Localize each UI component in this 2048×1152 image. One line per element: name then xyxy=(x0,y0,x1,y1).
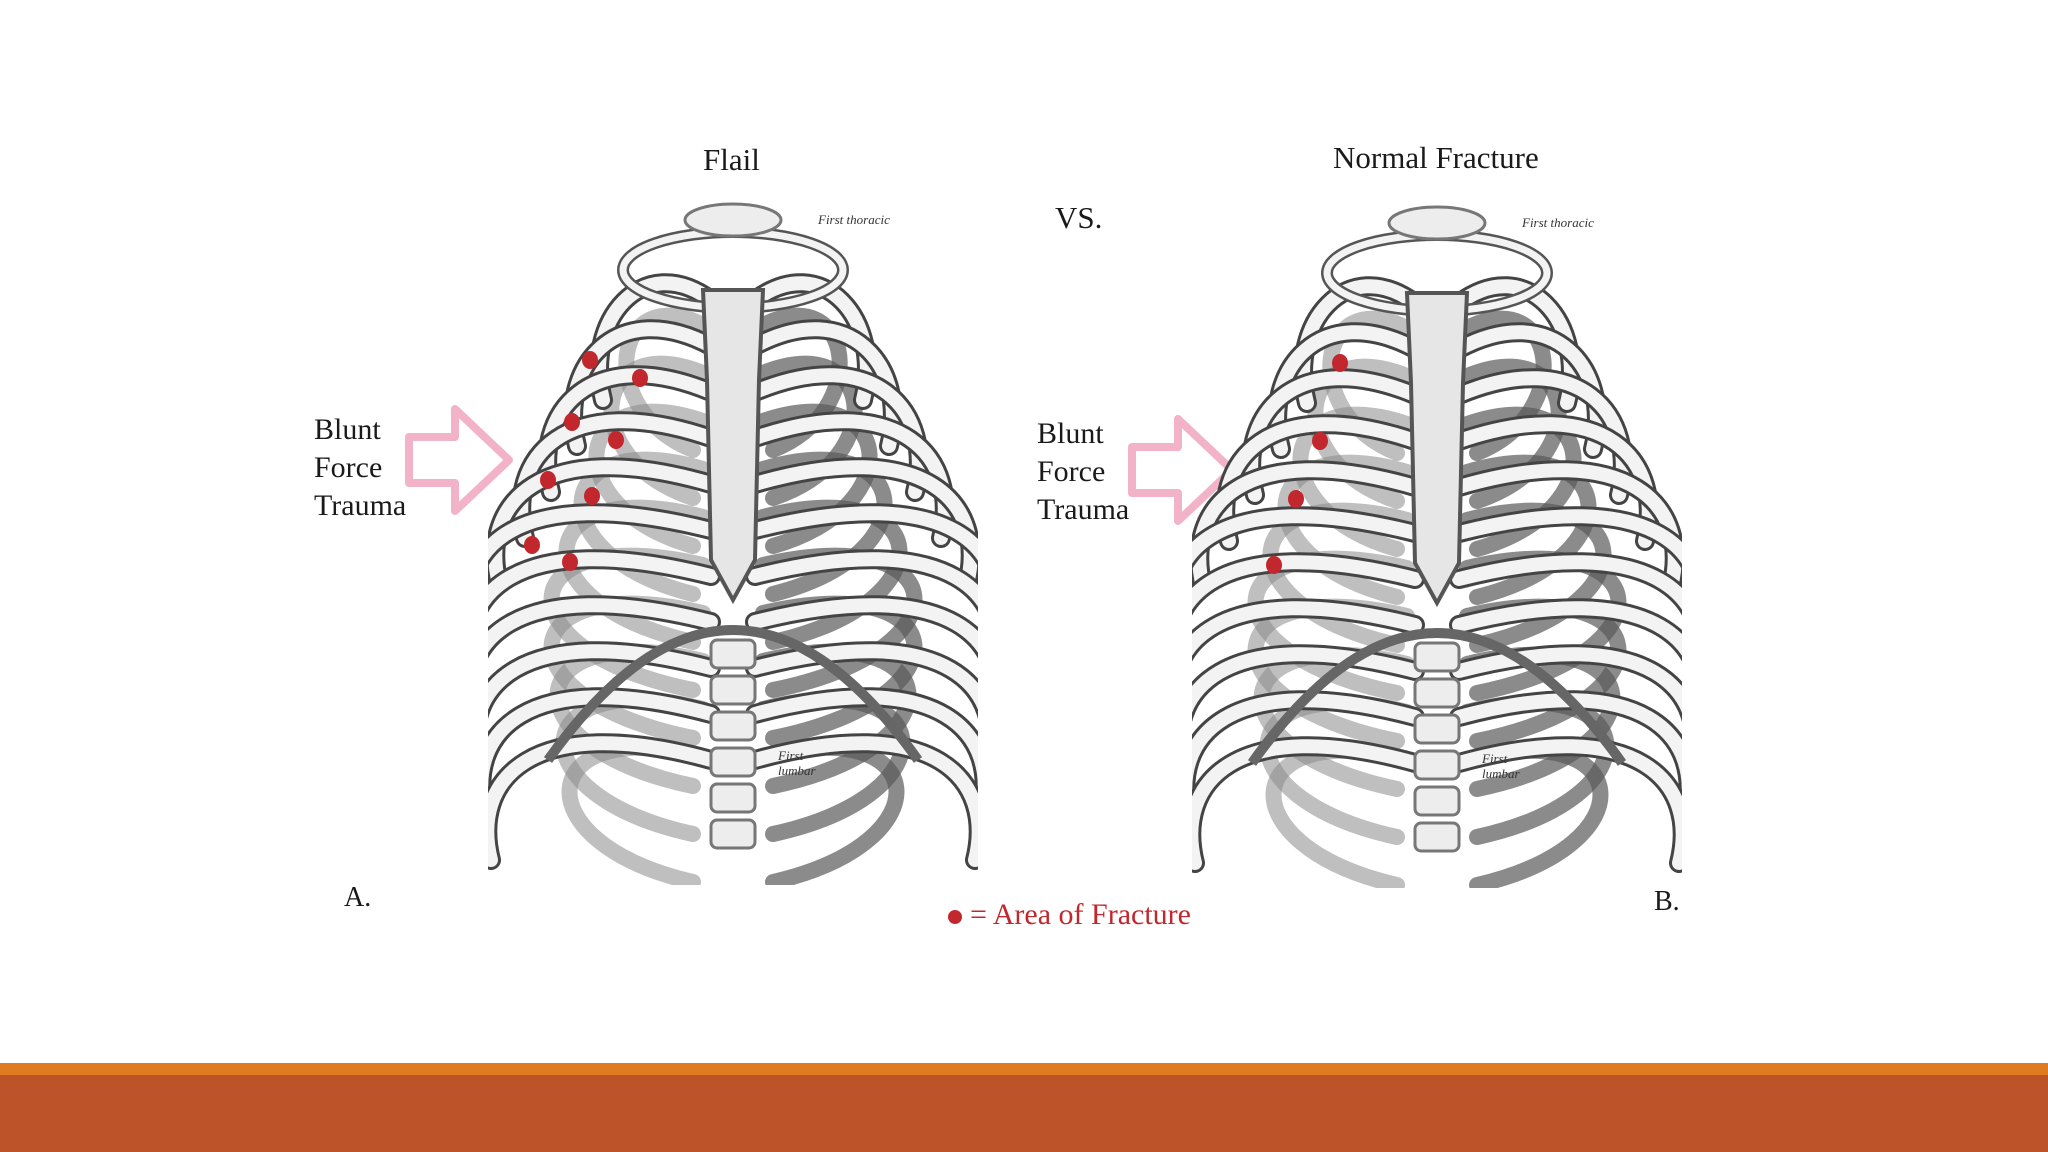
flail-title: Flail xyxy=(703,142,760,177)
flail-vertebra-2 xyxy=(709,674,757,706)
flail-rib-left-8 xyxy=(488,598,718,654)
flail-rib-back-left-4 xyxy=(573,451,711,602)
flail-rib-left-11 xyxy=(488,736,718,867)
normal-rib-back-right-4 xyxy=(1459,454,1597,605)
flail-fracture-point-4 xyxy=(608,431,624,449)
normal-rib-right-2 xyxy=(1452,325,1604,456)
panel-b-label: B. xyxy=(1654,886,1680,917)
normal-vertebra-3 xyxy=(1413,713,1461,745)
normal-rib-left-9 xyxy=(1192,647,1422,714)
normal-rib-left-3 xyxy=(1244,371,1422,502)
normal-first-thoracic-label: First thoracic xyxy=(1521,215,1594,230)
trauma-label-left: Blunt Force Trauma xyxy=(314,411,406,525)
flail-rib-left-3 xyxy=(540,368,718,499)
blunt-force-arrow-left xyxy=(405,405,513,515)
flail-fracture-point-2 xyxy=(632,369,648,387)
fracture-legend-text: = Area of Fracture xyxy=(970,898,1191,931)
trauma-label-left-line-3: Trauma xyxy=(314,489,407,522)
flail-rib-left-6 xyxy=(488,506,718,562)
normal-first-lumbar-label-line-2: lumbar xyxy=(1482,766,1521,781)
fracture-legend: = Area of Fracture xyxy=(948,898,1191,932)
normal-fracture-point-2 xyxy=(1312,432,1328,450)
flail-rib-right-10 xyxy=(748,690,978,821)
normal-rib-right-6 xyxy=(1452,509,1682,565)
normal-first-thoracic-vertebra xyxy=(1387,205,1487,241)
trauma-label-left-line-2: Force xyxy=(314,451,383,484)
flail-rib-right-11 xyxy=(748,736,978,867)
footer-accent-stripe xyxy=(0,1063,2048,1075)
flail-fracture-point-7 xyxy=(524,536,540,554)
flail-rib-left-9 xyxy=(488,644,718,711)
normal-vertebra-6 xyxy=(1413,821,1461,853)
normal-rib-left-6 xyxy=(1192,509,1422,565)
blunt-force-arrow-right xyxy=(1128,415,1236,525)
normal-rib-right-9 xyxy=(1452,647,1682,714)
flail-fracture-point-8 xyxy=(562,553,578,571)
normal-rib-right-7 xyxy=(1452,555,1682,611)
normal-rib-left-7 xyxy=(1192,555,1422,611)
normal-costal-arch xyxy=(1247,628,1627,766)
normal-rib-left-8 xyxy=(1192,601,1422,657)
flail-rib-left-10 xyxy=(488,690,718,821)
flail-vertebra-3 xyxy=(709,710,757,742)
flail-rib-right-7 xyxy=(748,552,978,608)
normal-rib-left-1 xyxy=(1296,279,1422,410)
trauma-label-right-line-1: Blunt xyxy=(1037,417,1104,450)
vs-label: VS. xyxy=(1055,200,1103,235)
flail-vertebra-5 xyxy=(709,782,757,814)
normal-rib-left-10 xyxy=(1192,693,1422,824)
normal-fracture-point-3 xyxy=(1288,490,1304,508)
flail-fracture-point-1 xyxy=(582,351,598,369)
flail-sternum xyxy=(700,288,766,605)
normal-rib-left-2 xyxy=(1270,325,1422,456)
flail-rib-left-7 xyxy=(488,552,718,608)
flail-first-thoracic-label: First thoracic xyxy=(817,212,890,227)
normal-rib-right-10 xyxy=(1452,693,1682,824)
normal-rib-right-11 xyxy=(1452,739,1682,870)
normal-fracture-point-4 xyxy=(1266,556,1282,574)
flail-rib-left-1 xyxy=(592,276,718,407)
panel-a-label: A. xyxy=(344,882,372,913)
flail-fracture-point-3 xyxy=(564,413,580,431)
flail-first-thoracic-vertebra xyxy=(683,202,783,238)
flail-fracture-point-5 xyxy=(540,471,556,489)
flail-vertebra-1 xyxy=(709,638,757,670)
normal-first-lumbar-label-line-1: First xyxy=(1481,751,1508,766)
flail-first-lumbar-label-line-2: lumbar xyxy=(778,763,817,778)
fracture-legend-dot xyxy=(948,910,962,925)
normal-sternum xyxy=(1404,291,1470,608)
normal-vertebra-4 xyxy=(1413,749,1461,781)
trauma-label-right-line-2: Force xyxy=(1037,455,1106,488)
flail-first-lumbar-label-line-1: First xyxy=(777,748,804,763)
normal-vertebra-2 xyxy=(1413,677,1461,709)
normal-fracture-point-1 xyxy=(1332,354,1348,372)
normal-rib-right-1 xyxy=(1452,279,1578,410)
normal-rib-right-3 xyxy=(1452,371,1630,502)
normal-vertebra-1 xyxy=(1413,641,1461,673)
flail-rib-right-2 xyxy=(748,322,900,453)
flail-vertebra-6 xyxy=(709,818,757,850)
flail-rib-right-8 xyxy=(748,598,978,654)
flail-vertebra-4 xyxy=(709,746,757,778)
footer-band xyxy=(0,1075,2048,1152)
flail-rib-right-3 xyxy=(748,368,926,499)
flail-costal-arch xyxy=(543,625,923,763)
trauma-label-left-line-1: Blunt xyxy=(314,413,381,446)
flail-rib-right-1 xyxy=(748,276,874,407)
normal-rib-left-11 xyxy=(1192,739,1422,870)
normal-rib-right-8 xyxy=(1452,601,1682,657)
flail-rib-right-9 xyxy=(748,644,978,711)
flail-fracture-point-6 xyxy=(584,487,600,505)
normal-vertebra-5 xyxy=(1413,785,1461,817)
flail-rib-back-right-4 xyxy=(755,451,893,602)
normal-fracture-title: Normal Fracture xyxy=(1333,140,1539,175)
trauma-label-right: Blunt Force Trauma xyxy=(1037,415,1129,529)
normal-rib-back-left-4 xyxy=(1277,454,1415,605)
flail-rib-right-6 xyxy=(748,506,978,562)
trauma-label-right-line-3: Trauma xyxy=(1037,493,1130,526)
